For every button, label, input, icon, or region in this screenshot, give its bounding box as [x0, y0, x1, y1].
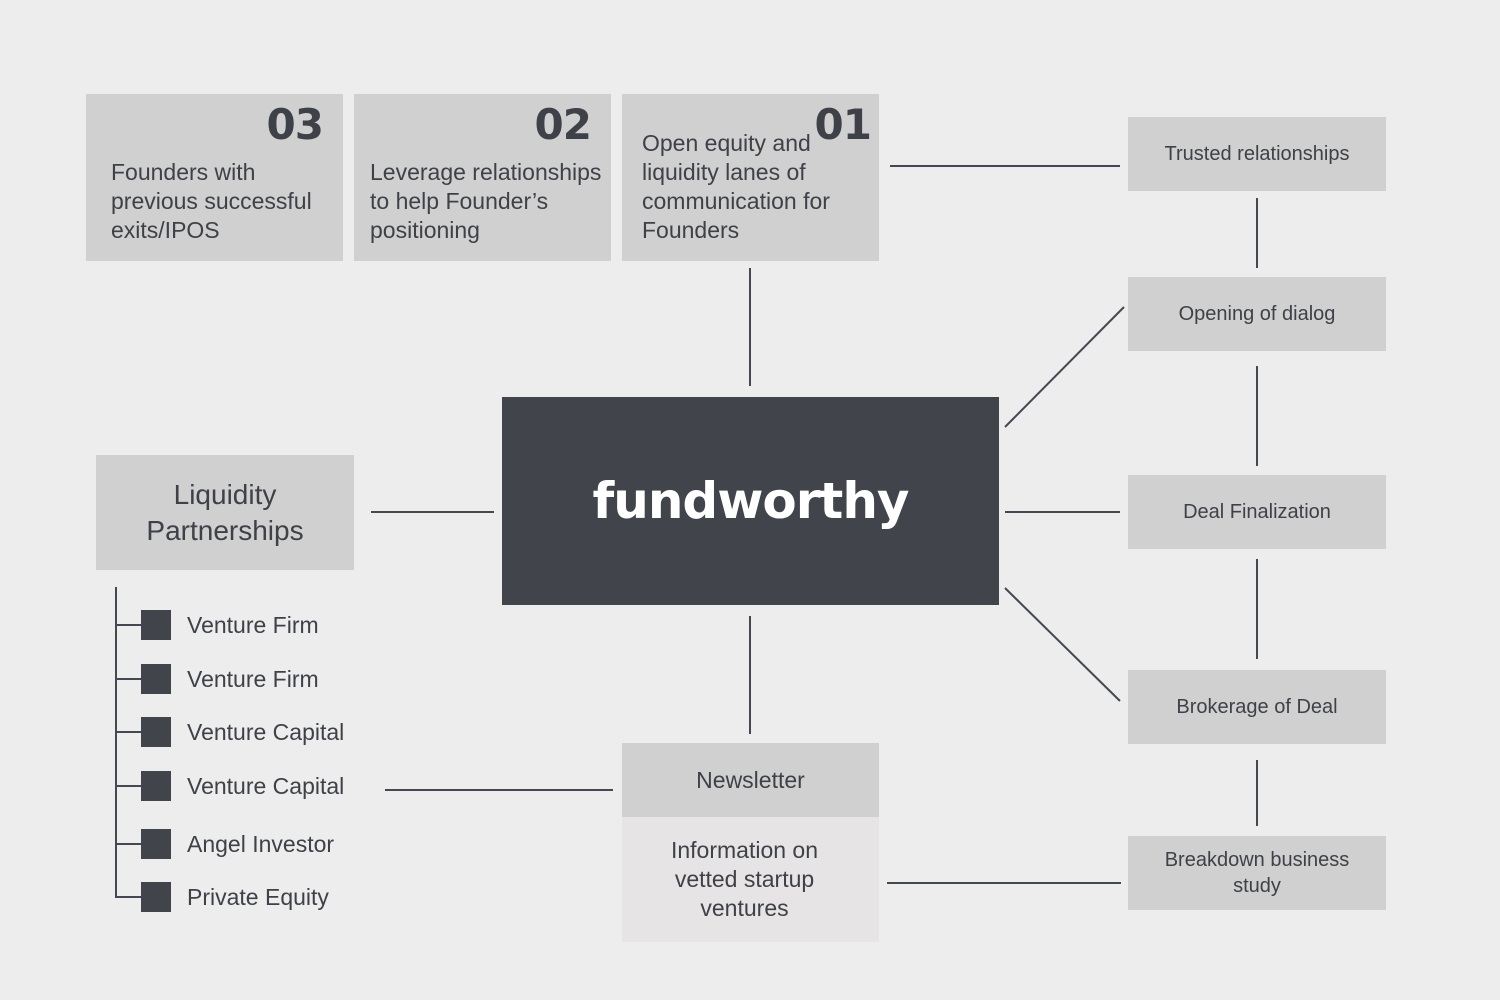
process-label: Deal Finalization [1183, 501, 1331, 523]
partner-label: Venture Capital [187, 718, 345, 745]
step-text: Leverage relationships to help Founder’s… [370, 159, 602, 243]
partner-item: Venture Firm [115, 610, 319, 640]
process-label: Brokerage of Deal [1176, 696, 1338, 718]
step-card-03: 03 Founders with previous successful exi… [86, 94, 343, 261]
partner-item: Venture Firm [115, 664, 319, 694]
liquidity-partnerships-box: Liquidity Partnerships [96, 455, 354, 570]
step-card-02: 02 Leverage relationships to help Founde… [354, 94, 611, 261]
partner-item: Venture Capital [115, 771, 344, 801]
liquidity-title: Liquidity Partnerships [146, 478, 304, 546]
process-label: Trusted relationships [1164, 143, 1350, 165]
partner-label: Venture Firm [187, 665, 319, 692]
connector-hub-to-brokerage [1004, 587, 1121, 702]
process-brokerage-of-deal: Brokerage of Deal [1128, 670, 1386, 744]
partner-item: Venture Capital [115, 717, 344, 747]
partner-label: Venture Firm [187, 611, 319, 638]
partner-square-icon [141, 664, 171, 694]
process-label: Opening of dialog [1178, 303, 1336, 325]
step-number: 02 [534, 100, 592, 149]
partner-label: Private Equity [187, 883, 329, 910]
partner-item: Private Equity [115, 882, 329, 912]
newsletter-description: Information on vetted startup ventures [670, 837, 819, 921]
partner-square-icon [141, 610, 171, 640]
step-card-01: 01 Open equity and liquidity lanes of co… [622, 94, 879, 261]
partner-square-icon [141, 829, 171, 859]
newsletter-header: Newsletter [622, 743, 879, 817]
process-deal-finalization: Deal Finalization [1128, 475, 1386, 549]
process-label: Breakdown business study [1164, 849, 1350, 897]
newsletter-title: Newsletter [696, 766, 805, 793]
partner-square-icon [141, 717, 171, 747]
step-text: Founders with previous successful exits/… [111, 159, 312, 243]
process-opening-of-dialog: Opening of dialog [1128, 277, 1386, 351]
fundworthy-logo: fundworthy [592, 472, 909, 530]
connector-hub-to-dialog [1004, 306, 1125, 428]
step-number: 01 [814, 100, 872, 149]
step-text: Open equity and liquidity lanes of commu… [642, 130, 830, 243]
partner-square-icon [141, 771, 171, 801]
fundworthy-hub: fundworthy [502, 397, 999, 605]
step-number: 03 [266, 100, 324, 149]
newsletter-body: Information on vetted startup ventures [622, 817, 879, 942]
process-breakdown-business-study: Breakdown business study [1128, 836, 1386, 910]
partner-label: Venture Capital [187, 772, 345, 799]
process-trusted-relationships: Trusted relationships [1128, 117, 1386, 191]
partner-square-icon [141, 882, 171, 912]
partner-item: Angel Investor [115, 829, 334, 859]
partner-label: Angel Investor [187, 830, 335, 857]
